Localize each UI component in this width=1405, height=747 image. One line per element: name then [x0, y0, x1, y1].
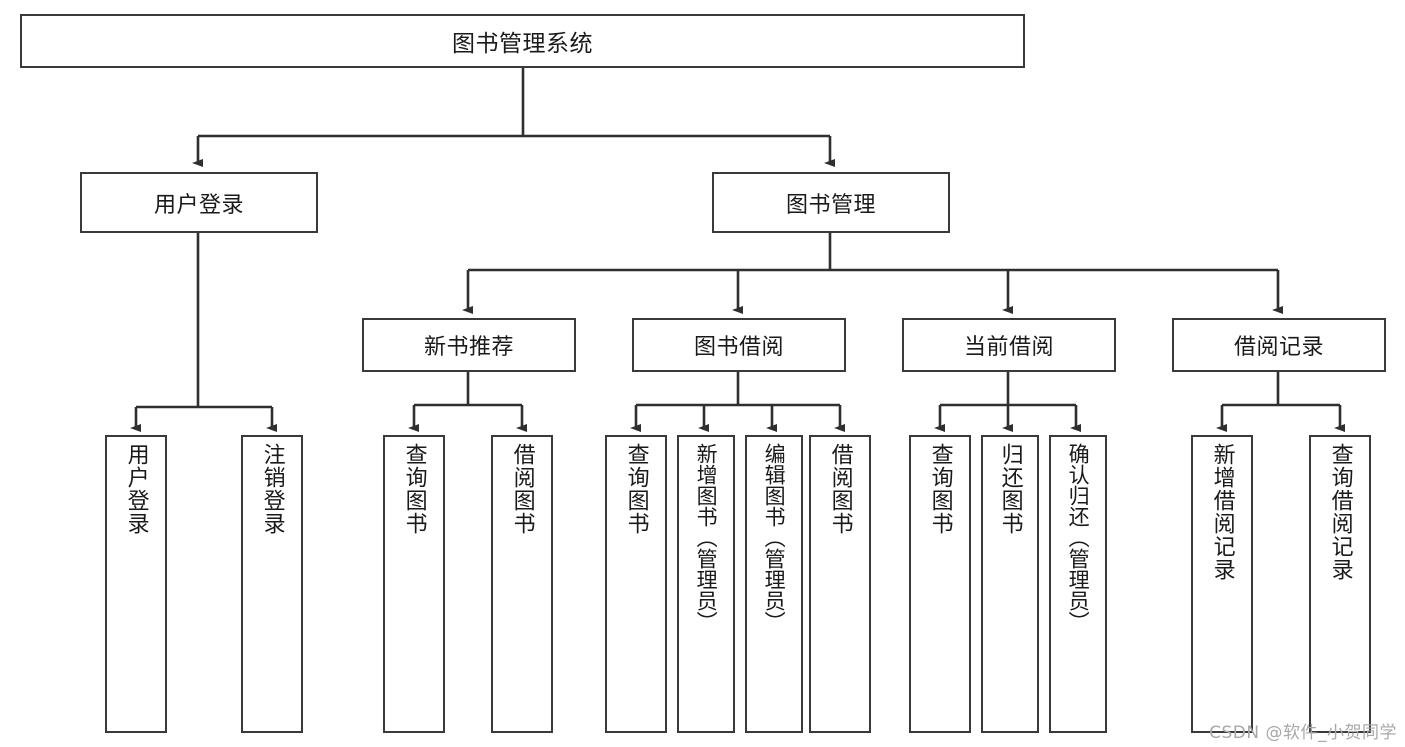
leaf-book-borrow-borrow-book[interactable]: 借阅图书	[809, 435, 871, 733]
node-label: 用户登录	[123, 443, 149, 535]
node-label: 新增借阅记录	[1209, 443, 1235, 581]
leaf-user-login-logout[interactable]: 注销登录	[241, 435, 303, 733]
leaf-current-borrow-query-book[interactable]: 查询图书	[909, 435, 971, 733]
node-label: 当前借阅	[963, 335, 1054, 360]
leaf-borrow-record-add-record[interactable]: 新增借阅记录	[1191, 435, 1253, 733]
node-borrow-record[interactable]: 借阅记录	[1172, 318, 1386, 372]
node-label: 查询图书	[927, 443, 953, 535]
node-user-login[interactable]: 用户登录	[80, 172, 318, 233]
node-label: 查询借阅记录	[1327, 443, 1353, 581]
node-label: 图书管理	[785, 192, 876, 218]
leaf-current-borrow-return-book[interactable]: 归还图书	[981, 435, 1039, 733]
node-label: 用户登录	[153, 192, 244, 218]
node-label: 注销登录	[259, 443, 285, 535]
node-label: 新书推荐	[423, 335, 514, 360]
node-label: 借阅记录	[1233, 335, 1324, 360]
node-label: 借阅图书	[509, 443, 535, 535]
leaf-borrow-record-query-record[interactable]: 查询借阅记录	[1309, 435, 1371, 733]
leaf-book-borrow-edit-book-admin[interactable]: 编辑图书（管理员）	[745, 435, 803, 733]
node-label: 查询图书	[623, 443, 649, 535]
node-label: 新增图书（管理员）	[694, 443, 719, 632]
node-label: 确认归还（管理员）	[1066, 443, 1091, 632]
leaf-book-borrow-query-book[interactable]: 查询图书	[605, 435, 667, 733]
csdn-watermark: CSDN @软件_小贺同学	[1209, 723, 1397, 743]
leaf-new-book-query-book[interactable]: 查询图书	[383, 435, 445, 733]
node-label: 图书管理系统	[452, 31, 593, 57]
node-label: 借阅图书	[827, 443, 853, 535]
leaf-user-login-login[interactable]: 用户登录	[105, 435, 167, 733]
leaf-new-book-borrow-book[interactable]: 借阅图书	[491, 435, 553, 733]
leaf-book-borrow-add-book-admin[interactable]: 新增图书（管理员）	[677, 435, 735, 733]
node-label: 归还图书	[997, 443, 1023, 535]
node-book-borrow[interactable]: 图书借阅	[632, 318, 846, 372]
node-label: 图书借阅	[693, 335, 784, 360]
node-label: 查询图书	[401, 443, 427, 535]
node-book-management[interactable]: 图书管理	[712, 172, 950, 233]
node-new-book-recommend[interactable]: 新书推荐	[362, 318, 576, 372]
leaf-current-borrow-confirm-return-admin[interactable]: 确认归还（管理员）	[1049, 435, 1107, 733]
node-label: 编辑图书（管理员）	[762, 443, 787, 632]
node-current-borrow[interactable]: 当前借阅	[902, 318, 1116, 372]
node-root-book-management-system[interactable]: 图书管理系统	[20, 14, 1025, 68]
